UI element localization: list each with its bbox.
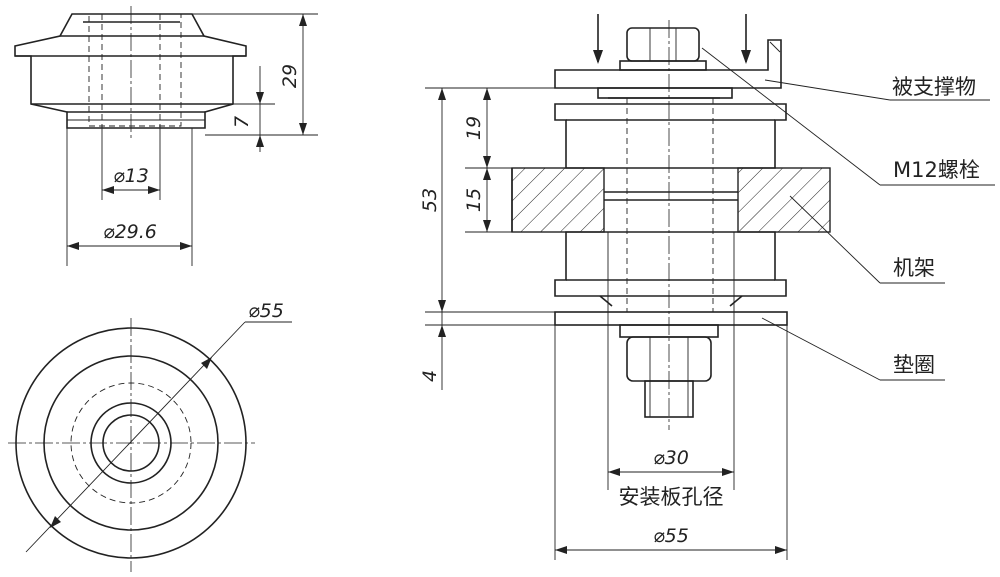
- label-mounting-plate-hole: 安装板孔径: [619, 485, 724, 509]
- label-supported-object: 被支撑物: [892, 75, 976, 99]
- assembly-dimensions: 19 15 53 4 ⌀30 安装板孔径 ⌀55: [419, 87, 787, 554]
- label-frame: 机架: [893, 256, 935, 280]
- dim-19: 19: [463, 116, 485, 140]
- top-view-circles: ⌀55: [8, 300, 292, 572]
- dim-hole-30: ⌀30: [653, 447, 689, 469]
- dim-outer-55: ⌀55: [248, 300, 284, 322]
- label-washer: 垫圈: [893, 353, 935, 377]
- dim-7: 7: [231, 116, 253, 128]
- dim-29: 29: [279, 64, 301, 88]
- side-view-wheel: [14, 6, 247, 140]
- dim-washer-55: ⌀55: [653, 525, 689, 547]
- assembly-view: [511, 14, 831, 560]
- dim-15: 15: [463, 188, 485, 212]
- dim-4: 4: [419, 370, 441, 382]
- dim-bore-13: ⌀13: [113, 165, 149, 187]
- dim-hub-29-6: ⌀29.6: [103, 221, 157, 243]
- side-view-dimensions: 29 7 ⌀13 ⌀29.6: [66, 13, 318, 266]
- label-bolt: M12螺栓: [893, 158, 980, 182]
- callout-leaders: 被支撑物 M12螺栓 机架 垫圈: [701, 47, 995, 381]
- dim-53: 53: [419, 188, 441, 212]
